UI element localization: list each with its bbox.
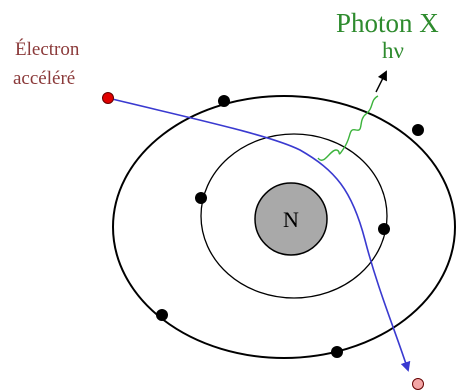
- photon-arrow: [375, 70, 387, 93]
- nucleus: [254, 182, 328, 256]
- electron-trajectory: [107, 97, 411, 372]
- outer-orbit: [112, 95, 456, 359]
- nucleus-label: N: [283, 207, 299, 232]
- photon-title: Photon X: [336, 8, 439, 38]
- orbital-electron: [378, 223, 390, 235]
- inner-orbit: [200, 133, 388, 299]
- photon-wave: [317, 95, 379, 161]
- electron-label-line2: accéléré: [13, 68, 75, 89]
- orbital-electron: [156, 309, 168, 321]
- orbital-electron: [412, 124, 424, 136]
- outgoing-electron: [412, 378, 424, 390]
- incoming-electron: [102, 92, 114, 104]
- orbital-electron: [195, 192, 207, 204]
- orbital-electron: [218, 95, 230, 107]
- photon-energy-label: hν: [382, 38, 404, 63]
- electron-label-line1: Électron: [15, 38, 80, 60]
- orbital-electron: [331, 346, 343, 358]
